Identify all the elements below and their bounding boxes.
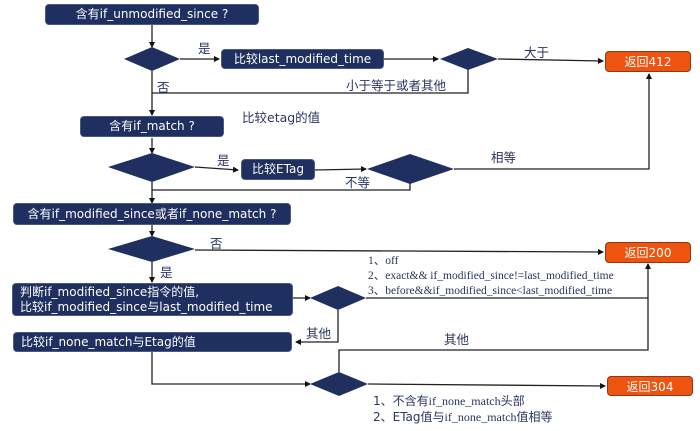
label-no-1: 否 xyxy=(157,80,170,95)
condition-200-1: 1、off xyxy=(368,255,399,267)
edge-decision6-other xyxy=(295,310,339,345)
condition-304-1-suffix: 头部 xyxy=(500,394,525,408)
decision-diamond-3 xyxy=(108,153,195,182)
condition-304-2: 2、ETag值与if_none_match值相等 xyxy=(373,408,553,425)
condition-304-2-prefix: 2、ETag值与 xyxy=(373,410,445,424)
node-compare-if-none-match: 比较if_none_match与Etag的值 xyxy=(13,332,292,352)
edge-decision3-yes xyxy=(194,166,239,173)
label-other-1: 其他 xyxy=(306,326,332,341)
condition-304-2-code: if_none_match xyxy=(444,410,517,424)
node-compare-etag: 比较ETag xyxy=(241,159,315,180)
return-412: 返回412 xyxy=(605,51,691,72)
condition-200-3: 3、before&&if_modified_since<last_modifie… xyxy=(368,285,613,297)
node-has-if-match: 含有if_match ? xyxy=(80,116,224,137)
edge-equal-to-412 xyxy=(454,73,652,170)
label-yes-3: 是 xyxy=(160,265,173,280)
node-has-if-modified-since-or-none-match: 含有if_modified_since或者if_none_match ? xyxy=(13,203,291,225)
edge-decision7-to-304 xyxy=(367,382,606,389)
label-equal: 相等 xyxy=(491,150,517,165)
edge-not-equal-loop xyxy=(152,180,411,191)
edge-compare-etag-to-decision4 xyxy=(314,166,367,173)
node-judge-if-modified-since: 判断if_modified_since指令的值, 比较if_modified_s… xyxy=(12,283,293,316)
node-compare-last-modified-time: 比较last_modified_time xyxy=(221,49,384,69)
decision-diamond-6 xyxy=(310,286,366,310)
label-compare-etag-value: 比较etag的值 xyxy=(242,110,321,125)
label-greater: 大于 xyxy=(524,45,550,60)
condition-304-1-prefix: 1、不含有 xyxy=(373,394,429,408)
condition-200-2: 2、exact&& if_modified_since!=last_modifi… xyxy=(368,270,614,282)
node-judge-line2: 比较if_modified_since与last_modified_time xyxy=(20,299,273,314)
edge-nonematch-to-decision7 xyxy=(151,352,311,387)
label-not-equal: 不等 xyxy=(345,175,371,190)
decision-diamond-5 xyxy=(108,236,195,262)
label-yes-1: 是 xyxy=(198,41,211,56)
label-yes-2: 是 xyxy=(217,153,230,168)
label-less-equal-other: 小于等于或者其他 xyxy=(346,78,447,93)
decision-diamond-2 xyxy=(440,48,498,70)
node-judge-line1: 判断if_modified_since指令的值, xyxy=(20,284,200,299)
edge-greater-to-412 xyxy=(497,57,604,64)
decision-diamond-1 xyxy=(124,47,180,71)
condition-304-2-suffix: 值相等 xyxy=(516,410,553,424)
return-200: 返回200 xyxy=(605,242,691,263)
edge-decision5-no xyxy=(194,248,604,255)
condition-304-1-code: if_none_match xyxy=(428,394,501,408)
decision-diamond-7 xyxy=(310,372,368,396)
condition-304-1: 1、不含有if_none_match头部 xyxy=(373,392,525,409)
edge-decision7-other xyxy=(338,298,649,372)
label-other-2: 其他 xyxy=(444,332,470,347)
label-no-3: 否 xyxy=(210,236,223,251)
edge-less-equal-loop xyxy=(152,68,469,94)
node-has-if-unmodified-since: 含有if_unmodified_since ? xyxy=(45,4,259,25)
return-304: 返回304 xyxy=(607,376,693,396)
decision-diamond-4 xyxy=(367,154,454,184)
